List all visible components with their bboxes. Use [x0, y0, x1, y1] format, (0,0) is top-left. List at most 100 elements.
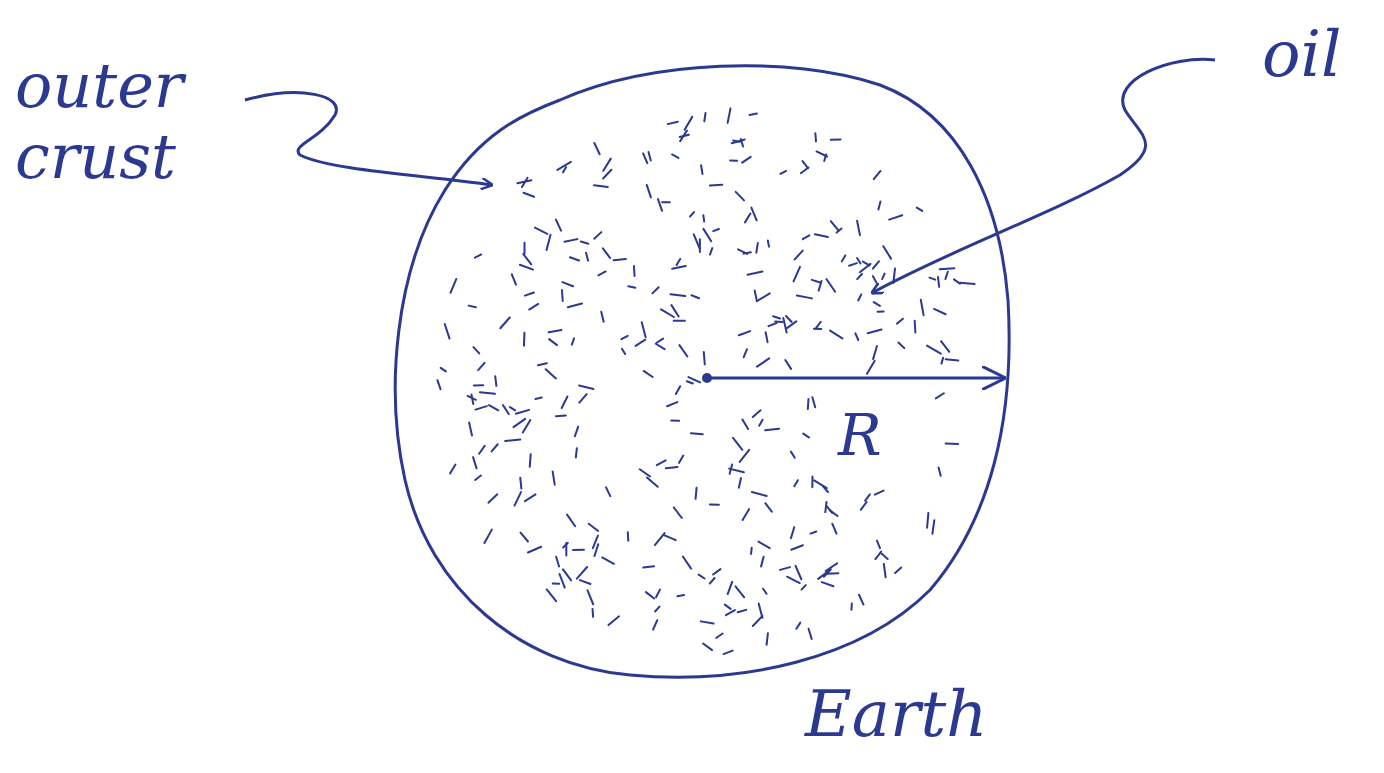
- oil-dash: [755, 290, 757, 300]
- oil-dash: [593, 536, 598, 549]
- oil-dash: [622, 349, 625, 354]
- oil-dash: [826, 563, 837, 571]
- oil-dash: [561, 290, 564, 301]
- oil-dash: [655, 607, 659, 612]
- oil-dash: [608, 616, 619, 625]
- oil-dash: [437, 380, 440, 389]
- oil-dash: [704, 352, 705, 364]
- oil-dash: [576, 448, 577, 457]
- oil-dash: [811, 532, 817, 534]
- oil-dash: [579, 394, 586, 403]
- oil-dash: [917, 208, 922, 211]
- oil-dash: [927, 513, 928, 528]
- oil-dash: [535, 397, 541, 399]
- oil-dash: [580, 580, 591, 584]
- oil-dash: [740, 450, 749, 462]
- oil-dash: [761, 557, 764, 567]
- oil-dash: [859, 595, 864, 605]
- oil-dash: [450, 465, 455, 474]
- oil-dash: [865, 494, 870, 500]
- oil-dash: [803, 161, 808, 168]
- oil-dash: [676, 386, 680, 394]
- oil-dash: [657, 460, 666, 465]
- oil-dash: [520, 265, 533, 270]
- oil-dash: [594, 232, 601, 239]
- oil-dash: [809, 629, 812, 639]
- oil-dash: [633, 266, 636, 276]
- oil-dash: [469, 422, 472, 435]
- oil-dash: [850, 603, 852, 609]
- outer-crust-outline: [395, 66, 1009, 677]
- oil-dash: [594, 544, 598, 556]
- oil-dash: [522, 178, 528, 187]
- oil-dash: [606, 487, 610, 496]
- oil-dash: [664, 535, 676, 540]
- oil-dash: [752, 492, 767, 496]
- oil-dash: [568, 304, 582, 308]
- oil-dash: [795, 251, 803, 260]
- oil-dash: [653, 620, 657, 629]
- oil-dash: [874, 302, 880, 306]
- oil-dash: [621, 336, 627, 339]
- oil-dash: [857, 221, 860, 235]
- oil-dash: [725, 605, 731, 609]
- oil-dash: [767, 633, 768, 645]
- oil-dash: [831, 221, 839, 230]
- oil-dash: [672, 154, 678, 158]
- oil-dash: [883, 246, 891, 258]
- part-label: outer crust: [15, 50, 270, 193]
- oil-dash: [695, 488, 698, 499]
- oil-dash: [603, 170, 611, 179]
- oil-dash: [765, 503, 771, 511]
- oil-dash: [648, 152, 650, 161]
- oil-dash: [837, 229, 842, 233]
- oil-dash: [674, 320, 685, 322]
- oil-dash: [797, 296, 812, 299]
- oil-dash: [814, 133, 817, 141]
- oil-dash: [748, 271, 763, 274]
- oil-dash: [766, 332, 768, 342]
- oil-dash: [873, 276, 878, 285]
- oil-dash: [672, 266, 686, 269]
- oil-dash: [671, 419, 679, 421]
- oil-dash: [652, 287, 658, 293]
- oil-dash: [646, 592, 654, 598]
- oil-dash: [523, 243, 525, 254]
- oil-dash: [525, 494, 536, 501]
- oil-dash: [476, 406, 487, 410]
- oil-dash: [735, 586, 744, 597]
- oil-dash: [796, 623, 800, 629]
- oil-dash: [794, 267, 800, 282]
- oil-dash: [868, 329, 882, 333]
- oil-dash: [647, 185, 651, 197]
- oil-dash: [553, 471, 555, 484]
- oil-dash: [523, 333, 525, 346]
- oil-dash: [819, 281, 822, 291]
- oil-dash: [680, 131, 687, 141]
- oil-dash: [692, 295, 699, 298]
- oil-dash: [773, 316, 780, 318]
- oil-dash: [757, 358, 769, 366]
- oil-dash: [786, 316, 792, 322]
- oil-dash: [666, 467, 678, 468]
- oil-dash: [579, 386, 593, 389]
- oil-dash: [815, 234, 828, 237]
- oil-dash: [514, 492, 521, 505]
- dimension-label: R: [838, 402, 882, 469]
- oil-texture: [437, 108, 974, 654]
- oil-dash: [701, 621, 714, 623]
- oil-dash: [643, 153, 647, 163]
- oil-dash: [690, 212, 694, 216]
- oil-dash: [945, 272, 947, 279]
- oil-dash: [960, 283, 974, 284]
- oil-dash: [736, 192, 744, 201]
- oil-dash: [757, 293, 770, 301]
- oil-dash: [594, 185, 608, 187]
- oil-dash: [556, 557, 559, 567]
- oil-dash: [780, 567, 790, 570]
- oil-dash: [914, 321, 917, 333]
- oil-dash: [661, 309, 674, 317]
- oil-dash: [474, 384, 483, 386]
- oil-dash: [753, 616, 763, 626]
- oil-dash: [763, 589, 766, 594]
